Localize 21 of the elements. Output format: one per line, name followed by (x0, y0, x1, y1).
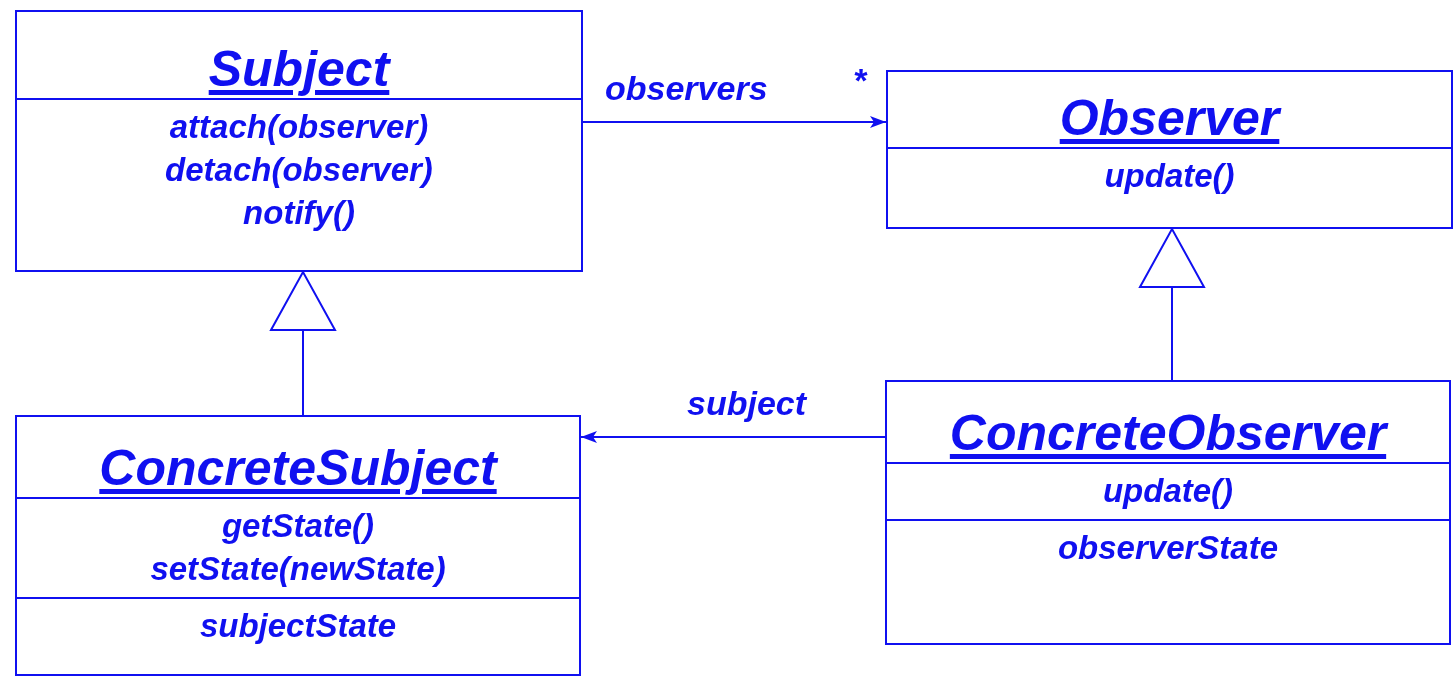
class-member: update() (1104, 156, 1235, 196)
inheritance-arrow (1139, 228, 1205, 381)
class-name: Subject (208, 40, 390, 98)
class-member: detach(observer) (165, 149, 433, 190)
class-box (886, 70, 1453, 229)
class-box (15, 10, 583, 272)
class-member: setState(newState) (150, 548, 446, 589)
class-name: ConcreteObserver (949, 404, 1387, 462)
class-box (885, 380, 1451, 645)
inheritance-arrow (270, 271, 336, 416)
class-box (15, 415, 581, 676)
class-member: notify() (243, 192, 355, 233)
class-name: Observer (1059, 89, 1280, 147)
association-arrow (582, 116, 887, 128)
class-member: attach(observer) (169, 107, 429, 147)
class-member: getState() (221, 506, 375, 546)
association-arrow (580, 431, 886, 443)
class-member: update() (1102, 471, 1234, 511)
class-name: ConcreteSubject (99, 439, 497, 497)
class-member: observerState (1057, 527, 1279, 568)
class-member: subjectState (199, 605, 397, 646)
